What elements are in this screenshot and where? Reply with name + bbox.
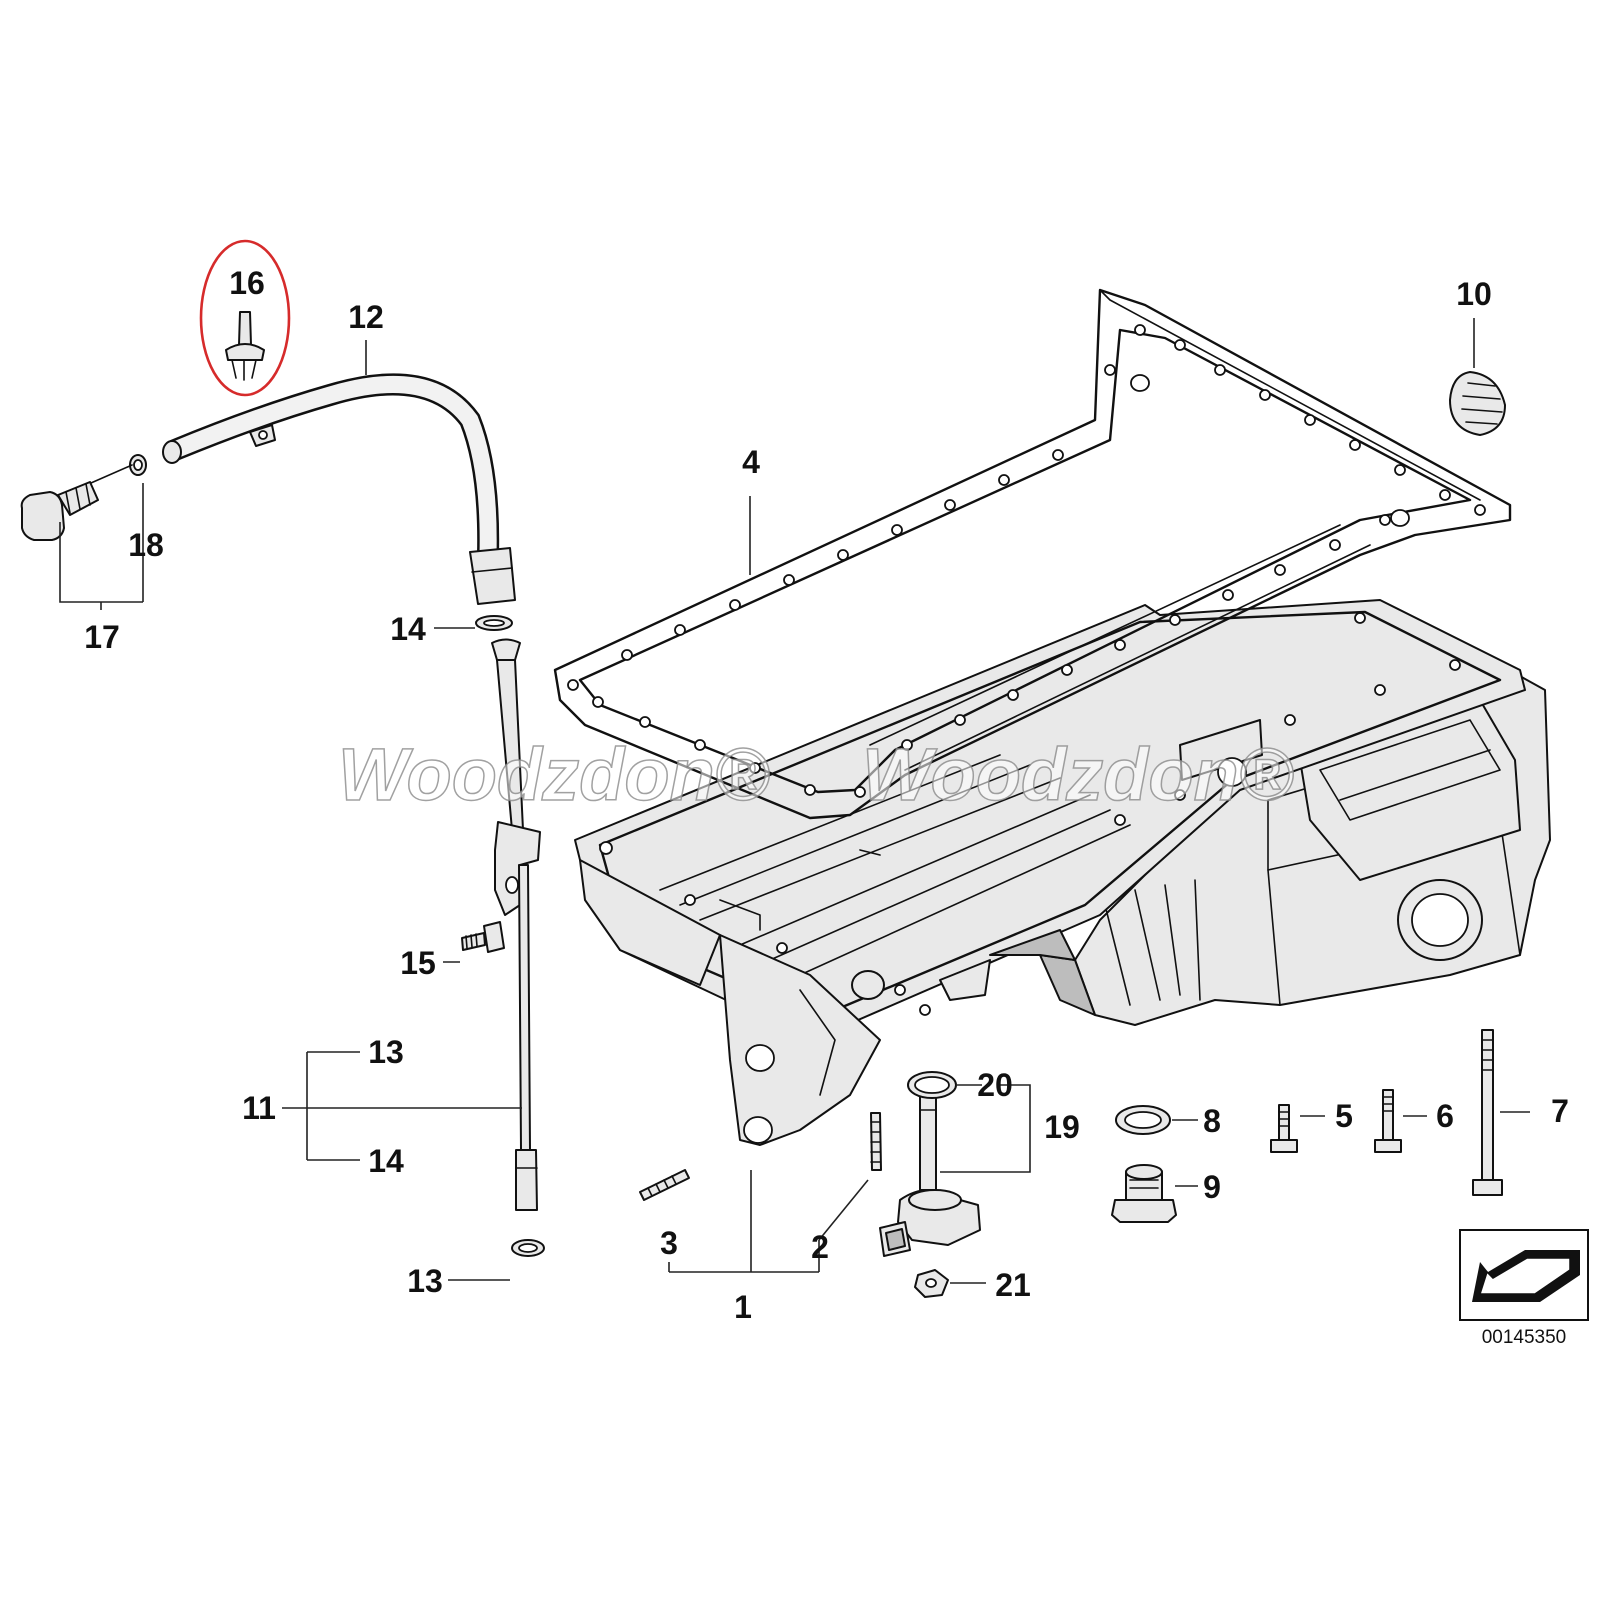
callout-16: 16 xyxy=(229,265,265,301)
part-20-ring xyxy=(907,1071,957,1099)
part-14-ring-upper xyxy=(475,615,513,631)
callout-4: 4 xyxy=(742,444,760,480)
part-15-bolt xyxy=(461,921,505,953)
oil-pan-gasket xyxy=(553,288,1512,820)
callout-21: 21 xyxy=(995,1267,1031,1303)
part-2-stud xyxy=(870,1112,882,1171)
part-11-dipstick xyxy=(491,638,541,1211)
diagram-code: 00145350 xyxy=(1482,1327,1567,1348)
part-9-drain-plug xyxy=(1111,1164,1177,1223)
callout-11: 11 xyxy=(242,1090,276,1126)
part-13-ring-lower xyxy=(511,1239,545,1257)
callout-14-upper: 14 xyxy=(390,611,426,647)
callout-13-lower: 13 xyxy=(407,1263,443,1299)
callout-18: 18 xyxy=(128,527,164,563)
diagram-id-box: 00145350 xyxy=(1459,1229,1589,1348)
oil-pan xyxy=(574,599,1551,1146)
watermark-left: Woodzdon® xyxy=(338,733,770,816)
watermark-right: Woodzdon® xyxy=(862,733,1294,816)
part-21-nut xyxy=(914,1269,949,1298)
callout-13-upper: 13 xyxy=(368,1034,404,1070)
callout-14-lower: 14 xyxy=(368,1143,404,1179)
part-16-highlight-ring xyxy=(199,239,291,397)
part-8-seal-ring xyxy=(1115,1105,1171,1135)
callout-6: 6 xyxy=(1436,1098,1454,1134)
part-10-cap xyxy=(1449,371,1506,436)
part-5-bolt xyxy=(1270,1104,1298,1153)
callout-labels: 16 12 10 4 18 17 14 15 13 11 14 13 3 2 1… xyxy=(84,265,1569,1325)
callout-19: 19 xyxy=(1044,1109,1080,1145)
part-17-dipstick-handle xyxy=(20,464,133,541)
watermark: Woodzdon® Woodzdon® xyxy=(337,732,1294,817)
part-7-long-bolt xyxy=(1472,1029,1503,1196)
part-16-clip xyxy=(225,311,265,381)
part-18-ring xyxy=(129,454,147,476)
callout-15: 15 xyxy=(400,945,436,981)
callout-12: 12 xyxy=(348,299,384,335)
callout-5: 5 xyxy=(1335,1098,1353,1134)
callout-7: 7 xyxy=(1551,1093,1569,1129)
callout-1: 1 xyxy=(734,1289,752,1325)
part-6-bolt xyxy=(1374,1089,1402,1153)
dipstick-guide-tube xyxy=(162,373,516,605)
callout-20: 20 xyxy=(977,1067,1013,1103)
callout-8: 8 xyxy=(1203,1103,1221,1139)
callout-2: 2 xyxy=(811,1229,829,1265)
callout-10: 10 xyxy=(1456,276,1492,312)
part-19-oil-level-sensor xyxy=(879,1084,981,1257)
callout-9: 9 xyxy=(1203,1169,1221,1205)
part-3-stud xyxy=(639,1169,690,1201)
callout-3: 3 xyxy=(660,1225,678,1261)
leader-lines xyxy=(59,318,1530,1284)
callout-17: 17 xyxy=(84,619,120,655)
